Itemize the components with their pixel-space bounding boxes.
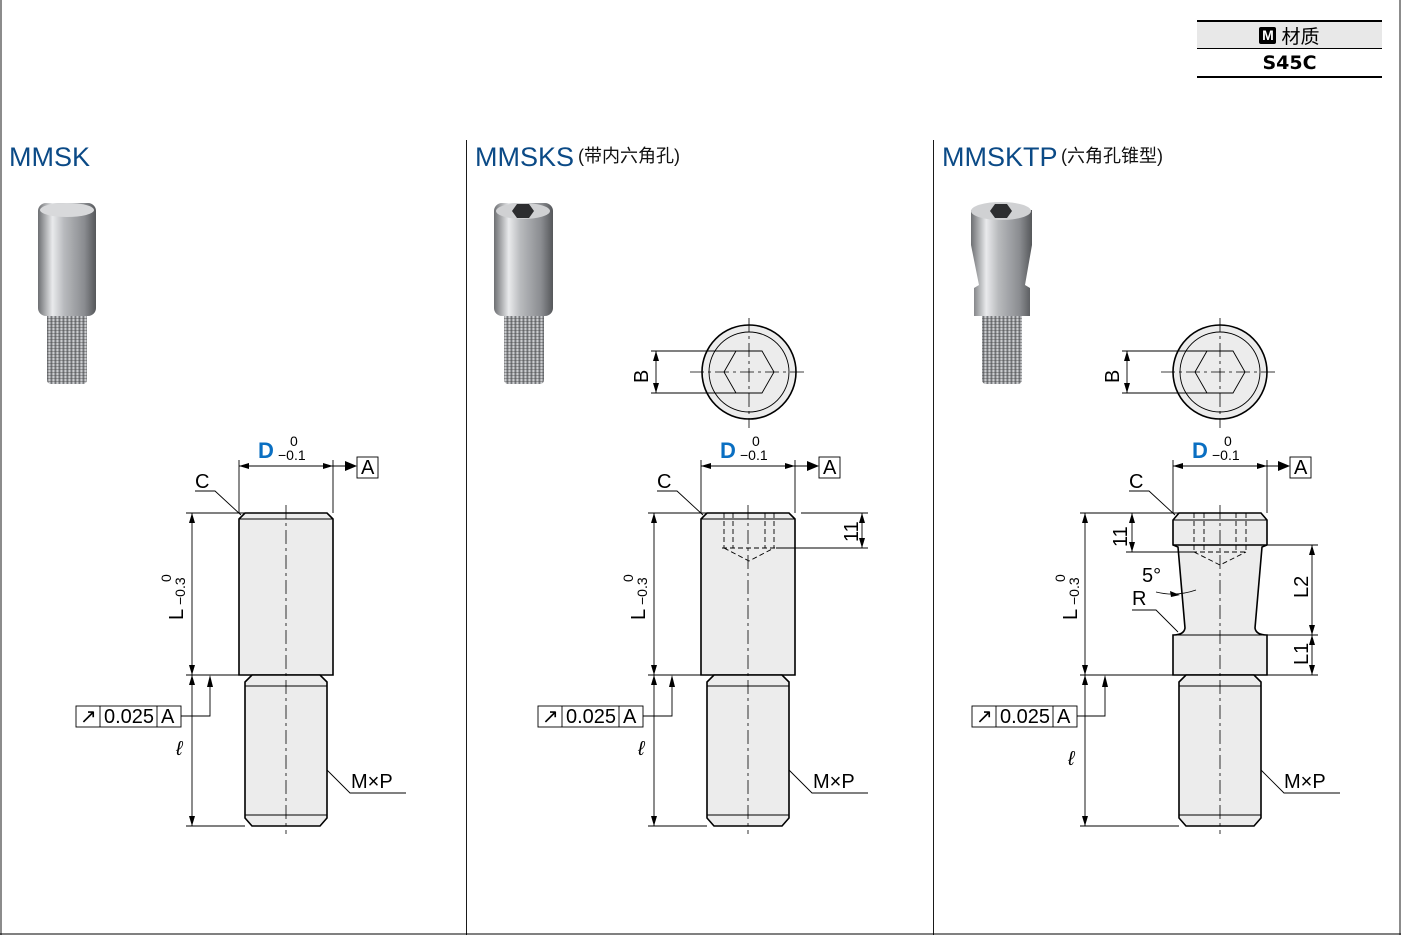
dim-l2-label: L2 — [1291, 576, 1313, 598]
dim-d-label: D — [720, 438, 736, 463]
dim-l1-label: L1 — [1291, 643, 1313, 665]
hex-socket-icon — [512, 204, 534, 218]
runout-value: 0.025 — [566, 706, 616, 728]
dim-depth-label: 11 — [1110, 526, 1132, 547]
part-subtitle-mmsks: (带内六角孔) — [578, 146, 680, 166]
thread-label: M×P — [813, 771, 855, 793]
dim-l-label: L — [166, 609, 188, 620]
material-label: 材质 — [1281, 26, 1320, 48]
dim-l-label: L — [1060, 609, 1082, 620]
chamfer-label: C — [657, 471, 671, 493]
dim-l-label: L — [628, 609, 650, 620]
drawing-mmsktp: B 11 L2 L1 5° R A D 0 −0.1 C — [971, 318, 1340, 834]
material-header: M 材质 — [1197, 20, 1382, 49]
dim-l-lower: −0.3 — [172, 577, 188, 605]
taper-angle-label: 5° — [1142, 565, 1161, 587]
dim-l-upper: 0 — [620, 574, 636, 582]
chamfer-label: C — [1129, 471, 1143, 493]
dim-ell-label: ℓ — [637, 738, 646, 760]
dim-d-lower: −0.1 — [278, 447, 306, 463]
product-photo-mmsk — [38, 203, 96, 384]
material-badge-icon: M — [1259, 26, 1277, 44]
dim-d-upper: 0 — [1224, 433, 1232, 449]
dim-l-upper: 0 — [158, 574, 174, 582]
datum-label: A — [823, 457, 837, 479]
drawing-mmsk: A D 0 −0.1 C L 0 −0.3 ℓ ↗ 0.025 A M×P — [75, 433, 406, 834]
datum-label: A — [1294, 457, 1308, 479]
runout-datum: A — [623, 706, 637, 728]
dim-b-label: B — [1102, 370, 1124, 383]
part-title-mmsk: MMSK — [9, 142, 90, 172]
thread-label: M×P — [1284, 771, 1326, 793]
part-title-mmsks: MMSKS — [475, 142, 574, 172]
runout-value: 0.025 — [104, 706, 154, 728]
dim-b-label: B — [631, 370, 653, 383]
product-photo-mmsktp — [971, 202, 1032, 384]
dim-ell-label: ℓ — [1067, 748, 1076, 770]
thread-label: M×P — [351, 771, 393, 793]
runout-icon: ↗ — [976, 706, 993, 728]
runout-datum: A — [161, 706, 175, 728]
dim-l-lower: −0.3 — [634, 577, 650, 605]
runout-icon: ↗ — [542, 706, 559, 728]
material-value: S45C — [1197, 49, 1382, 78]
runout-datum: A — [1057, 706, 1071, 728]
dim-l-lower: −0.3 — [1066, 577, 1082, 605]
top-view-mmsks: B — [631, 318, 808, 428]
fillet-label: R — [1132, 588, 1146, 610]
dim-ell-label: ℓ — [175, 738, 184, 760]
dim-l-upper: 0 — [1052, 574, 1068, 582]
dim-d-label: D — [258, 438, 274, 463]
top-view-mmsktp: B — [1102, 318, 1279, 428]
runout-value: 0.025 — [1000, 706, 1050, 728]
dim-depth-label: 11 — [841, 521, 863, 542]
dim-d-label: D — [1192, 438, 1208, 463]
part-subtitle-mmsktp: (六角孔锥型) — [1061, 146, 1163, 166]
dim-d-upper: 0 — [752, 433, 760, 449]
runout-icon: ↗ — [80, 706, 97, 728]
dim-d-lower: −0.1 — [740, 447, 768, 463]
chamfer-label: C — [195, 471, 209, 493]
material-table: M 材质 S45C — [1197, 20, 1382, 78]
drawing-mmsks: B 11 A D 0 −0.1 C L 0 −0.3 ℓ — [537, 318, 868, 834]
dim-d-lower: −0.1 — [1212, 447, 1240, 463]
datum-label: A — [361, 457, 375, 479]
dim-d-upper: 0 — [290, 433, 298, 449]
product-photo-mmsks — [494, 203, 553, 384]
part-title-mmsktp: MMSKTP — [942, 142, 1058, 172]
